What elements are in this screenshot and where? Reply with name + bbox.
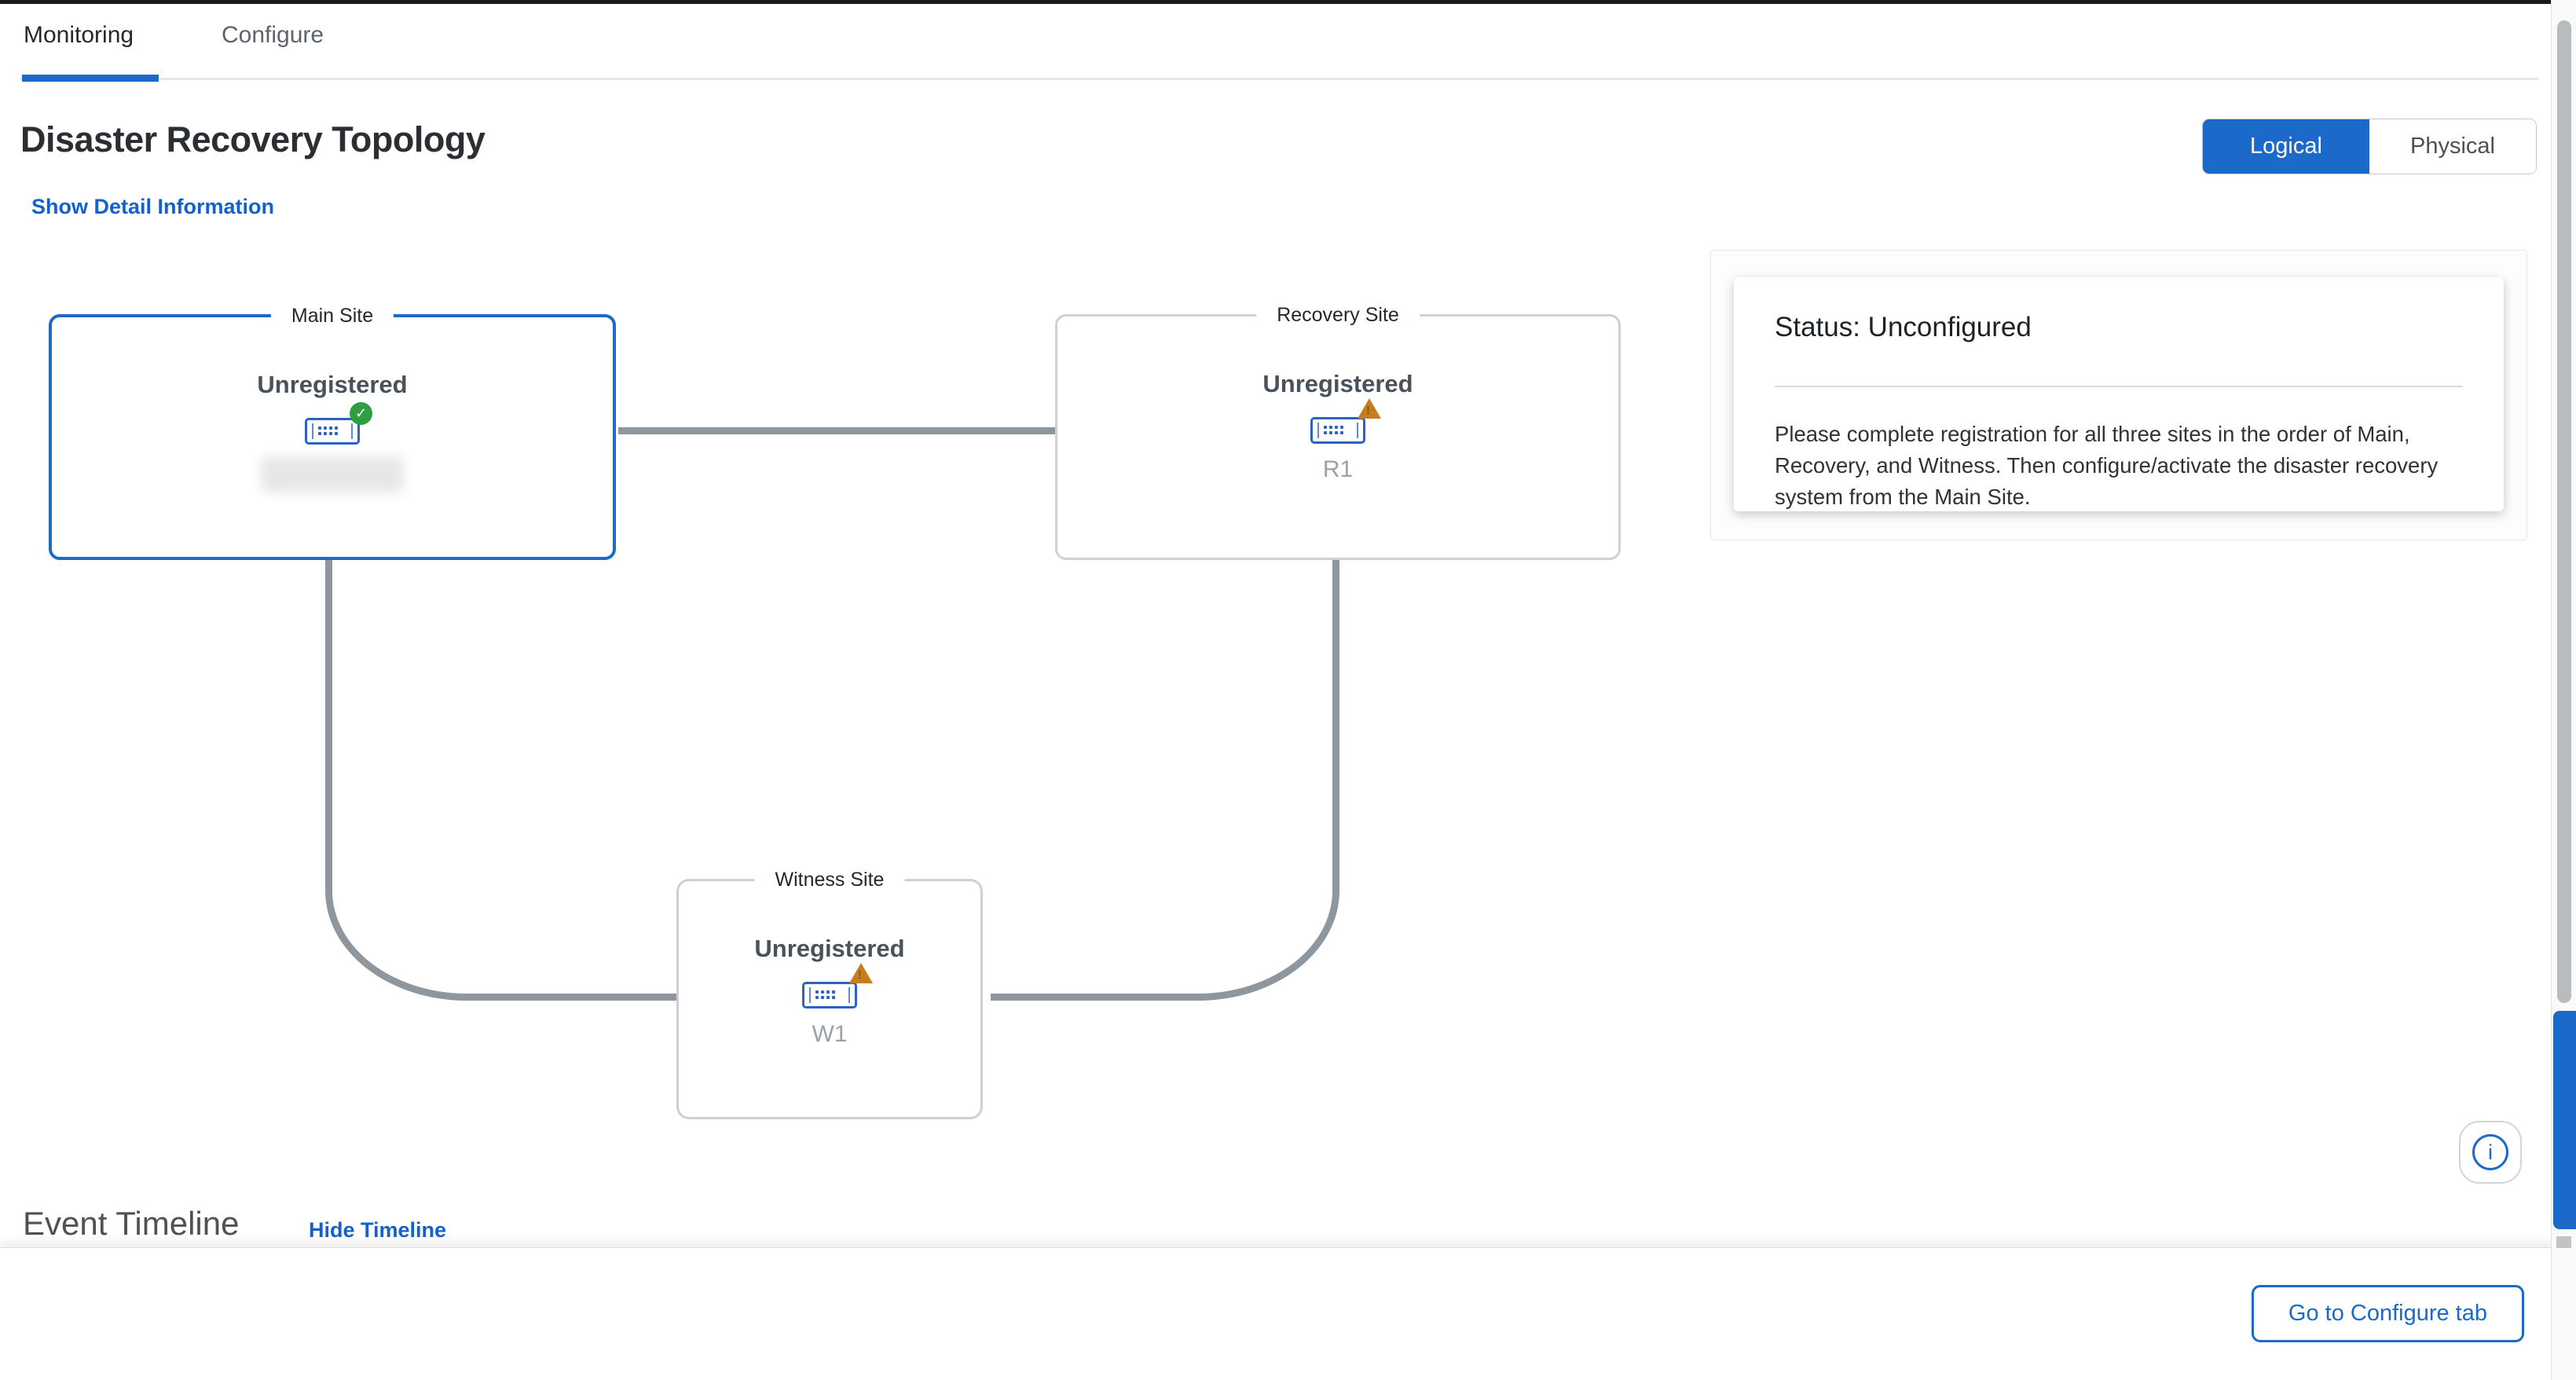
appliance-icon (802, 982, 857, 1008)
main-witness-link-line (325, 558, 677, 1001)
tab-monitoring[interactable]: Monitoring (24, 22, 134, 48)
site-box-witness[interactable]: Witness Site Unregistered W1 (676, 869, 983, 1119)
site-status-witness: Unregistered (754, 935, 905, 962)
site-label-main: Main Site (270, 305, 394, 328)
check-icon: ✓ (350, 402, 372, 425)
status-card: Status: Unconfigured Please complete reg… (1734, 277, 2504, 511)
site-status-recovery: Unregistered (1262, 370, 1413, 397)
inner-scrollbar-thumb-blue[interactable] (2553, 1011, 2576, 1229)
appliance-icon (305, 418, 360, 445)
site-status-main: Unregistered (257, 371, 408, 398)
main-recovery-link-line (618, 427, 1055, 434)
status-panel: Status: Unconfigured Please complete reg… (1710, 250, 2527, 540)
appliance-icon (1310, 417, 1365, 444)
status-heading: Status: Unconfigured (1775, 312, 2032, 342)
site-label-recovery: Recovery Site (1256, 304, 1420, 327)
status-divider (1775, 386, 2463, 387)
warning-icon (1358, 398, 1381, 419)
footer-bar: Go to Configure tab (0, 1247, 2576, 1380)
info-icon: i (2472, 1134, 2508, 1170)
redacted-site-name (261, 456, 404, 492)
tab-divider (20, 78, 2539, 80)
node-label-witness: W1 (812, 1021, 848, 1047)
scrollbar-thumb[interactable] (2557, 20, 2571, 1003)
tab-configure[interactable]: Configure (222, 22, 324, 48)
warning-icon (849, 963, 873, 983)
site-box-recovery[interactable]: Recovery Site Unregistered R1 (1055, 304, 1621, 560)
active-tab-underline (22, 75, 159, 82)
page-title: Disaster Recovery Topology (20, 119, 486, 159)
scrollbar-corner-nub (2556, 1236, 2571, 1248)
recovery-witness-link-line (991, 558, 1339, 1001)
logical-toggle-button[interactable]: Logical (2203, 119, 2369, 174)
hide-timeline-link[interactable]: Hide Timeline (309, 1218, 447, 1242)
site-box-main[interactable]: Main Site Unregistered ✓ (49, 305, 616, 560)
show-detail-information-link[interactable]: Show Detail Information (31, 195, 275, 218)
status-message: Please complete registration for all thr… (1775, 422, 2439, 509)
view-toggle: Logical Physical (2202, 119, 2537, 174)
site-label-witness: Witness Site (754, 869, 905, 891)
node-label-recovery: R1 (1322, 456, 1354, 482)
info-button[interactable]: i (2459, 1121, 2522, 1184)
go-to-configure-button[interactable]: Go to Configure tab (2251, 1285, 2524, 1342)
event-timeline-heading: Event Timeline (23, 1205, 240, 1242)
physical-toggle-button[interactable]: Physical (2369, 119, 2536, 174)
window-top-edge (0, 0, 2576, 4)
